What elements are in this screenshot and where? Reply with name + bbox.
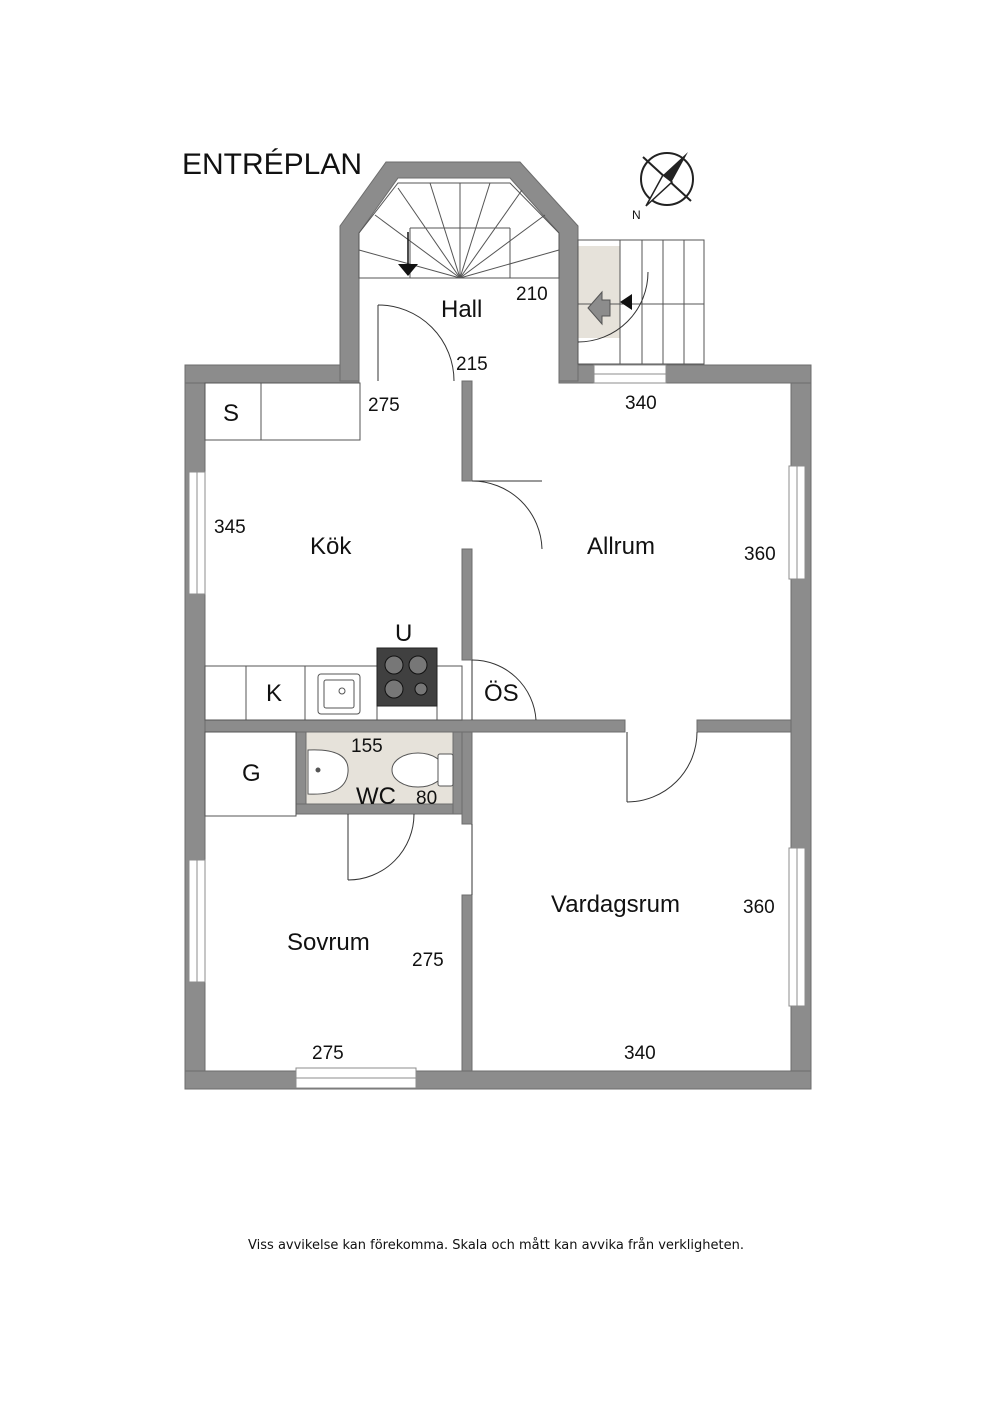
room-label-wc: WC — [356, 783, 396, 810]
outer-walls — [184, 161, 812, 1090]
stove-icon — [376, 647, 438, 707]
sink-icon — [317, 673, 361, 715]
fixture-label-u: U — [395, 620, 412, 647]
wc-fixtures — [307, 749, 454, 795]
dim-wc-width: 155 — [351, 736, 383, 757]
dim-sovrum-bottom: 275 — [312, 1043, 344, 1064]
compass-icon: N — [632, 152, 694, 222]
dim-vardagsrum-bottom: 340 — [624, 1043, 656, 1064]
dim-kok-top: 275 — [368, 395, 400, 416]
compass-north-label: N — [632, 208, 641, 222]
entrance-landing — [578, 246, 620, 338]
room-label-allrum: Allrum — [587, 533, 655, 560]
dim-allrum-side: 360 — [744, 544, 776, 565]
room-label-kok: Kök — [310, 533, 352, 560]
hall-stairs — [358, 182, 560, 279]
plan-title: ENTRÉPLAN — [182, 148, 362, 181]
fixture-label-g: G — [242, 760, 261, 787]
toilet-icon — [391, 752, 445, 788]
kitchen-fixtures — [204, 382, 463, 721]
dim-allrum-top: 340 — [625, 393, 657, 414]
room-label-sovrum: Sovrum — [287, 929, 370, 956]
dim-hall-width: 210 — [516, 284, 548, 305]
room-label-hall: Hall — [441, 296, 482, 323]
fixture-label-k: K — [266, 680, 282, 707]
wardrobe — [204, 731, 297, 817]
dim-hall-bottom: 215 — [456, 354, 488, 375]
dim-kok-side: 345 — [214, 517, 246, 538]
entrance-stairs — [577, 239, 705, 365]
windows — [188, 364, 806, 1089]
disclaimer-text: Viss avvikelse kan förekomma. Skala och … — [248, 1238, 744, 1253]
dim-sovrum-side: 275 — [412, 950, 444, 971]
dim-vardagsrum-side: 360 — [743, 897, 775, 918]
dim-wc-depth: 80 — [416, 788, 437, 809]
fixture-label-os: ÖS — [484, 680, 519, 707]
washbasin-icon — [307, 749, 349, 795]
doors — [347, 304, 698, 895]
interior-walls — [204, 380, 792, 1072]
fixture-label-s: S — [223, 400, 239, 427]
room-label-vardagsrum: Vardagsrum — [551, 891, 680, 918]
